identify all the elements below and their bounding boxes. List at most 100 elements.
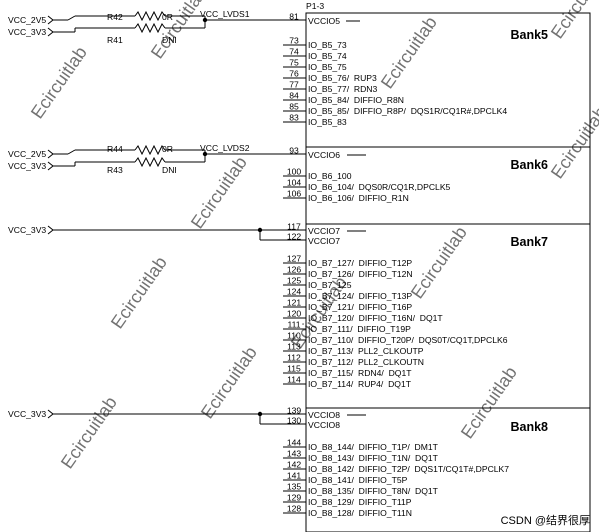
pin-number: 83 [289, 113, 299, 123]
pin-label: VCCIO6 [308, 150, 340, 160]
power-net-1 [53, 10, 306, 34]
pin-label: VCCIO5 [308, 16, 340, 26]
pin-number: 125 [287, 276, 302, 286]
credit-text: CSDN @结界很厚 [501, 513, 590, 527]
pin-label: IO_B7_127/ DIFFIO_T12P [308, 258, 412, 268]
pin-number: 139 [287, 406, 302, 416]
pin-label: IO_B5_77/ RDN3 [308, 84, 377, 94]
power-net-2 [53, 144, 306, 168]
watermark: Ecircuitlab [547, 103, 599, 182]
pin-number: 81 [289, 12, 299, 22]
pin-number: 121 [287, 298, 302, 308]
r43-ref: R43 [107, 165, 123, 175]
pin-number: 75 [289, 58, 299, 68]
bank8-box [305, 407, 591, 532]
pin-number: 144 [287, 438, 302, 448]
bank8-title: Bank8 [510, 420, 548, 434]
part-title: P1-3 [306, 1, 324, 11]
pin-label: IO_B7_120/ DIFFIO_T16N/ DQ1T [308, 313, 443, 323]
pin-label: VCCIO8 [308, 410, 340, 420]
junction-dot-4 [257, 411, 263, 417]
pin-label: IO_B5_85/ DIFFIO_R8P/ DQS1R/CQ1R#,DPCLK4 [308, 106, 507, 116]
pin-label: IO_B7_126/ DIFFIO_T12N [308, 269, 413, 279]
pin-number: 93 [289, 146, 299, 156]
port-vcc3v3-bank7: VCC_3V3 [8, 225, 46, 235]
pin-label: IO_B5_84/ DIFFIO_R8N [308, 95, 404, 105]
pin-number: 106 [287, 189, 302, 199]
watermark: Ecircuitlab [27, 43, 91, 122]
pin-label: IO_B8_135/ DIFFIO_T8N/ DQ1T [308, 486, 439, 496]
pin-label: IO_B8_142/ DIFFIO_T2P/ DQS1T/CQ1T#,DPCLK… [308, 464, 509, 474]
pin-number: 141 [287, 471, 302, 481]
pin-label: IO_B7_112/ PLL2_CLKOUTN [308, 357, 424, 367]
pin-label: IO_B7_114/ RUP4/ DQ1T [308, 379, 412, 389]
resistor-r41 [134, 22, 166, 34]
resistor-r43 [134, 156, 166, 168]
bank7-title: Bank7 [510, 235, 548, 249]
port-flags [47, 15, 54, 419]
pin-number: 84 [289, 91, 299, 101]
bank7-power-wires [53, 229, 306, 241]
pin-number: 142 [287, 460, 302, 470]
pin-number: 122 [287, 232, 302, 242]
pin-number: 76 [289, 69, 299, 79]
pin-label: IO_B7_124/ DIFFIO_T13P [308, 291, 412, 301]
pin-number: 128 [287, 504, 302, 514]
resistor-r44 [134, 144, 166, 156]
watermark: Ecircuitlab [187, 153, 251, 232]
pin-number: 112 [287, 353, 301, 363]
pin-number: 126 [287, 265, 302, 275]
junction-dot-3 [257, 227, 263, 233]
pin-label: IO_B5_83 [308, 117, 347, 127]
pin-label: IO_B7_111/ DIFFIO_T19P [308, 324, 411, 334]
port-vcc3v3-2: VCC_3V3 [8, 161, 46, 171]
resistor-labels: R42 0R R41 DNI VCC_LVDS1 R44 0R R43 DNI … [107, 9, 250, 175]
vccio-lines [346, 20, 366, 416]
pin-number: 130 [287, 416, 302, 426]
r44-ref: R44 [107, 144, 123, 154]
pin-label: IO_B7_121/ DIFFIO_T16P [308, 302, 412, 312]
pin-number: 111 [287, 320, 300, 330]
r42-value: 0R [162, 12, 173, 22]
r43-value: DNI [162, 165, 177, 175]
pin-label: IO_B5_73 [308, 40, 347, 50]
pin-number: 74 [289, 47, 299, 57]
r41-value: DNI [162, 35, 177, 45]
junction-dot-1 [202, 17, 208, 23]
pin-label: IO_B5_75 [308, 62, 347, 72]
pin-label: IO_B6_106/ DIFFIO_R1N [308, 193, 409, 203]
port-vcc3v3-1: VCC_3V3 [8, 27, 46, 37]
pin-label: VCCIO8 [308, 420, 340, 430]
pin-number: 127 [287, 254, 302, 264]
net-vcc-lvds2: VCC_LVDS2 [200, 143, 250, 153]
pin-label: IO_B7_115/ RDN4/ DQ1T [308, 368, 412, 378]
pin-number: 113 [287, 342, 301, 352]
pin-number: 85 [289, 102, 299, 112]
bank5-title: Bank5 [510, 28, 548, 42]
r44-value: 0R [162, 144, 173, 154]
watermark: Ecircuitlab [377, 13, 441, 92]
bank6-title: Bank6 [510, 158, 548, 172]
pin-label: IO_B5_74 [308, 51, 347, 61]
pin-number: 104 [287, 178, 302, 188]
watermark: Ecircuitlab [407, 223, 471, 302]
pin-label: IO_B5_76/ RUP3 [308, 73, 377, 83]
pin-number: 120 [287, 309, 302, 319]
pin-number: 100 [287, 167, 302, 177]
pin-number: 124 [287, 287, 302, 297]
pin-label: IO_B6_100 [308, 171, 352, 181]
resistor-r42 [134, 10, 166, 22]
pin-label: VCCIO7 [308, 236, 340, 246]
pin-number: 135 [287, 482, 302, 492]
pin-number: 143 [287, 449, 302, 459]
pin-label: VCCIO7 [308, 226, 340, 236]
pin-label: IO_B7_125 [308, 280, 352, 290]
pin-label: IO_B8_128/ DIFFIO_T11N [308, 508, 412, 518]
pin-label: IO_B8_143/ DIFFIO_T1N/ DQ1T [308, 453, 439, 463]
pin-label: IO_B8_129/ DIFFIO_T11P [308, 497, 412, 507]
pin-number: 110 [287, 331, 301, 341]
pin-label: IO_B8_144/ DIFFIO_T1P/ DM1T [308, 442, 439, 452]
